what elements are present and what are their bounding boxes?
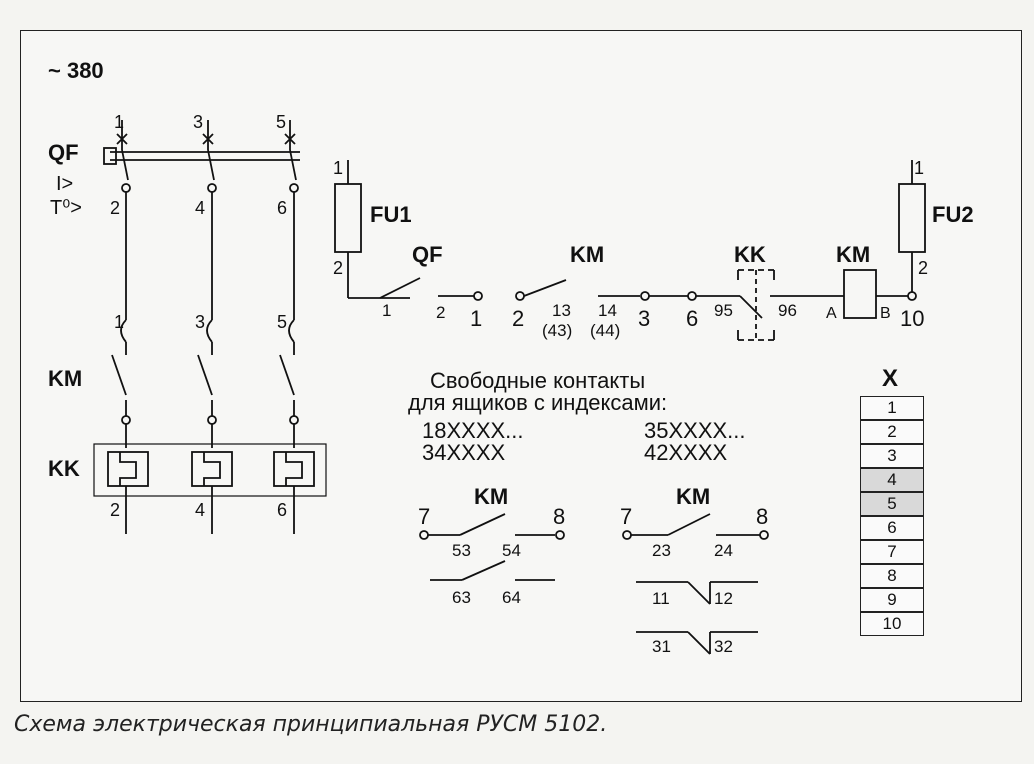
terminal-x-8: 8 [860, 564, 924, 588]
free-r8: 8 [756, 504, 768, 529]
free-r23: 23 [652, 541, 671, 560]
qf-sub1: I> [56, 173, 73, 195]
coil-b: B [880, 305, 891, 322]
qf-contact-1: 1 [382, 301, 391, 320]
terminal-block-title: X [882, 365, 898, 392]
terminal-x-10: 10 [860, 612, 924, 636]
kk-power-label: KK [48, 456, 80, 481]
km-in-3: 3 [195, 312, 205, 332]
kk-out-4: 4 [195, 500, 205, 520]
free-right-km: KM [676, 484, 710, 509]
free-l64: 64 [502, 588, 521, 607]
fu2-label: FU2 [932, 202, 974, 227]
free-l8: 8 [553, 504, 565, 529]
free-r11: 11 [652, 589, 670, 608]
kk-out-2: 2 [110, 500, 120, 520]
schematic-frame [20, 30, 1022, 702]
kk-95: 95 [714, 301, 733, 320]
index-35: 35XXXX... [644, 418, 746, 443]
node-10: 10 [900, 306, 924, 331]
coil-a: A [826, 305, 837, 322]
node-6: 6 [686, 306, 698, 331]
qf-out-4: 4 [195, 198, 205, 218]
free-contacts-title: Свободные контакты [430, 368, 645, 393]
km-control-label: KM [570, 242, 604, 267]
fu2-top: 1 [914, 158, 924, 178]
km-14: 14 [598, 301, 617, 320]
free-r7: 7 [620, 504, 632, 529]
index-34: 34XXXX [422, 440, 505, 465]
free-left-km: KM [474, 484, 508, 509]
qf-out-2: 2 [110, 198, 120, 218]
kk-out-6: 6 [277, 500, 287, 520]
free-r32: 32 [714, 637, 733, 656]
terminal-x-2: 2 [860, 420, 924, 444]
qf-control-label: QF [412, 242, 443, 267]
km-power-label: KM [48, 366, 82, 391]
km-44: (44) [590, 321, 620, 340]
index-42: 42XXXX [644, 440, 727, 465]
free-l54: 54 [502, 541, 521, 560]
qf-label: QF [48, 140, 79, 165]
km-in-5: 5 [277, 312, 287, 332]
fu1-top: 1 [333, 158, 343, 178]
node-1: 1 [470, 306, 482, 331]
free-contacts-drawing [419, 513, 769, 655]
free-l7: 7 [418, 504, 430, 529]
fu1-bot: 2 [333, 258, 343, 278]
terminal-x-5: 5 [860, 492, 924, 516]
free-r12: 12 [714, 589, 733, 608]
free-l53: 53 [452, 541, 471, 560]
terminal-x-4: 4 [860, 468, 924, 492]
fu2-bot: 2 [918, 258, 928, 278]
terminal-x-1: 1 [860, 396, 924, 420]
node-3: 3 [638, 306, 650, 331]
kk-96: 96 [778, 301, 797, 320]
control-circuit [334, 160, 926, 341]
qf-out-6: 6 [277, 198, 287, 218]
km-43: (43) [542, 321, 572, 340]
fu1-label: FU1 [370, 202, 412, 227]
terminal-x-3: 3 [860, 444, 924, 468]
terminal-x-6: 6 [860, 516, 924, 540]
terminal-x-7: 7 [860, 540, 924, 564]
qf-sub2: T⁰> [50, 197, 82, 219]
coil-label: KM [836, 242, 870, 267]
terminal-top-5: 5 [276, 112, 286, 132]
qf-contact-2: 2 [436, 303, 445, 322]
km-13: 13 [552, 301, 571, 320]
index-18: 18XXXX... [422, 418, 524, 443]
kk-control-label: KK [734, 242, 766, 267]
terminal-top-1: 1 [114, 112, 124, 132]
free-contacts-subtitle: для ящиков с индексами: [408, 390, 667, 415]
node-2: 2 [512, 306, 524, 331]
terminal-top-3: 3 [193, 112, 203, 132]
km-in-1: 1 [114, 312, 124, 332]
free-r24: 24 [714, 541, 733, 560]
terminal-x-9: 9 [860, 588, 924, 612]
power-phase-lines [93, 120, 327, 534]
free-l63: 63 [452, 588, 471, 607]
figure-caption: Схема электрическая принципиальная РУСМ … [14, 712, 608, 737]
free-r31: 31 [652, 637, 671, 656]
supply-label: ~ 380 [48, 58, 104, 83]
